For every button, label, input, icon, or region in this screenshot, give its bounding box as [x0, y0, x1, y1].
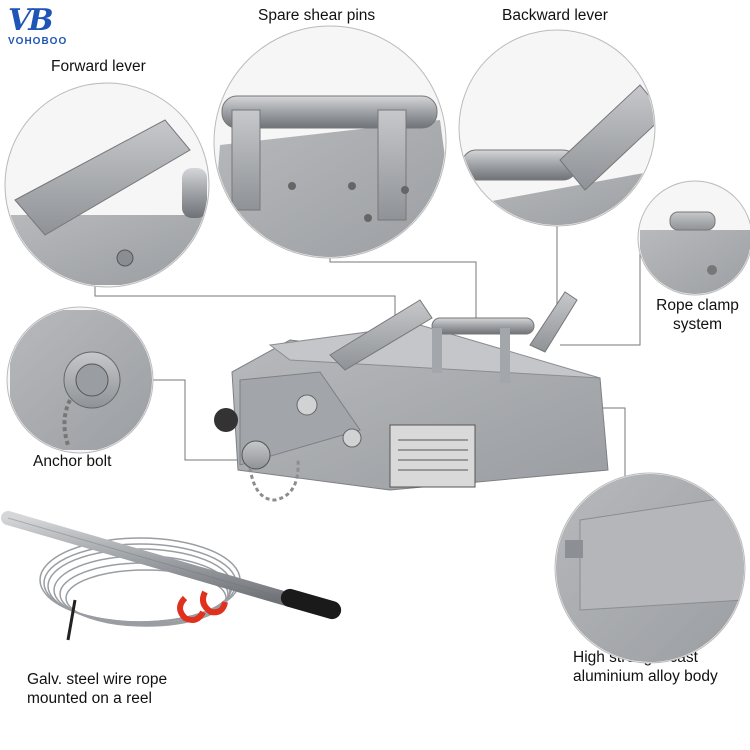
winch-body: [214, 291, 609, 502]
label-anchor-bolt: Anchor bolt: [33, 453, 112, 470]
label-backward-lever: Backward lever: [502, 7, 608, 24]
detail-shear-pins: [213, 25, 447, 259]
nameplate: [389, 424, 476, 488]
detail-rope-clamp: [637, 180, 750, 296]
logo-name: VOHOBOO: [8, 36, 68, 47]
red-hook: [177, 595, 206, 623]
pipe-handle: [1, 511, 342, 623]
label-rope-clamp-line1: Rope clamp: [656, 297, 739, 314]
detail-body: [554, 472, 746, 664]
label-rope-clamp-line2: system: [672, 316, 723, 333]
brand-logo: VB VOHOBOO: [8, 3, 88, 48]
detail-backward-lever: [458, 29, 656, 227]
label-body-line2: aluminium alloy body: [573, 668, 718, 685]
label-wire-rope-line2: mounted on a reel: [27, 690, 152, 707]
label-spare-shear-pins: Spare shear pins: [258, 7, 376, 24]
leader-rope-clamp: [560, 238, 641, 346]
label-forward-lever: Forward lever: [51, 58, 146, 75]
label-wire-rope: Galv. steel wire rope mounted on a reel: [27, 670, 167, 708]
red-hook-2: [200, 590, 228, 616]
label-wire-rope-line1: Galv. steel wire rope: [27, 671, 168, 688]
detail-forward-lever: [4, 82, 210, 288]
detail-anchor-bolt: [6, 306, 154, 454]
leader-anchor-bolt: [152, 379, 258, 461]
label-rope-clamp: Rope clamp system: [650, 296, 745, 334]
logo-mark: VB: [8, 3, 54, 38]
